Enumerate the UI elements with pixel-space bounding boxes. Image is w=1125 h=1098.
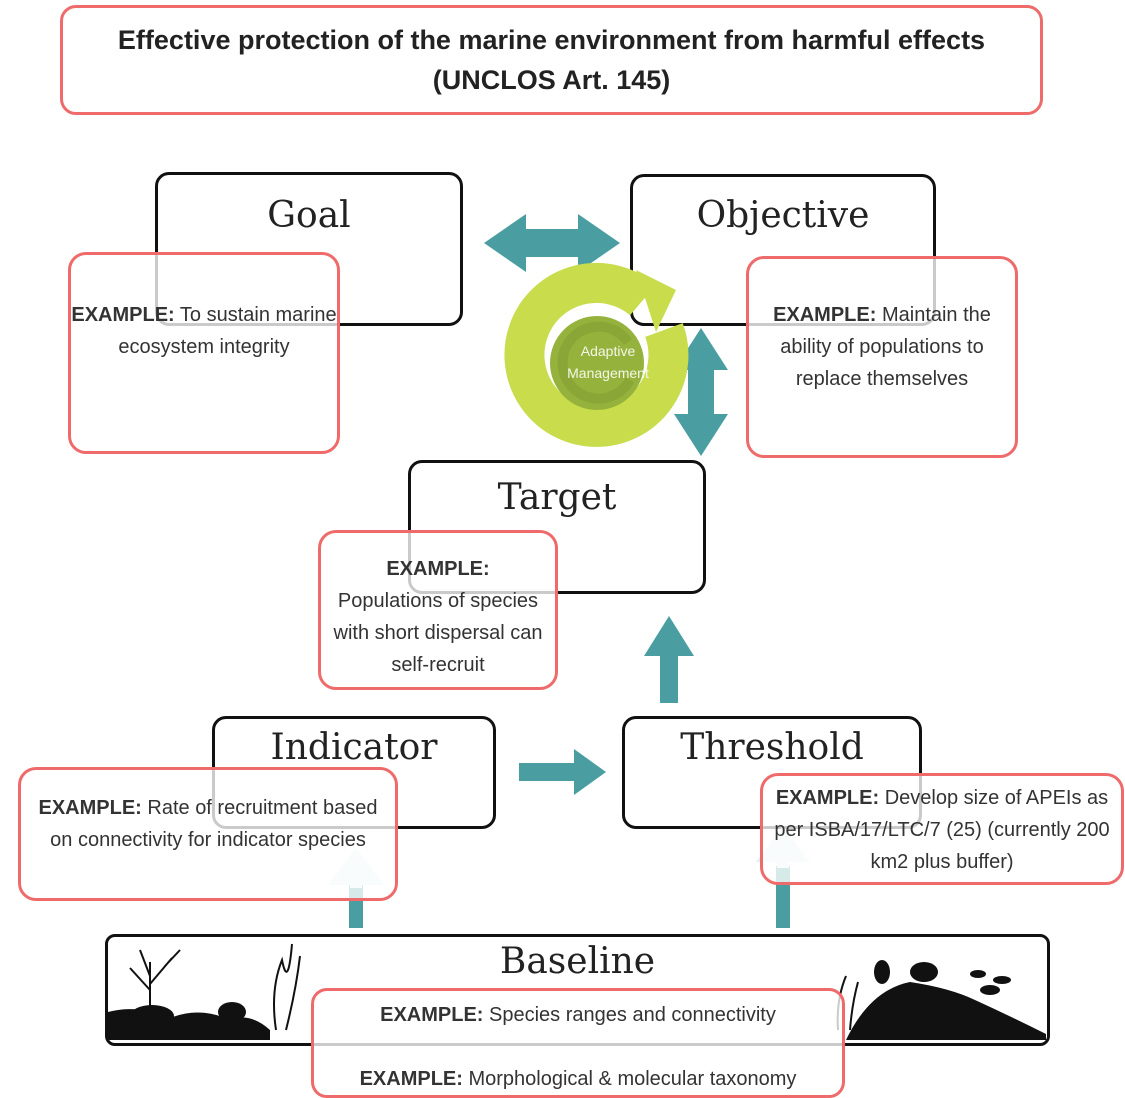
target-example-box: EXAMPLE: Populations of species with shor… [318, 530, 558, 690]
baseline-heading: Baseline [499, 941, 656, 982]
title-box: Effective protection of the marine envir… [60, 5, 1043, 115]
indicator-threshold-arrow [519, 749, 606, 795]
threshold-target-arrow [644, 616, 694, 703]
threshold-example-text: Develop size of APEIs as per ISBA/17/LTC… [774, 787, 1110, 873]
adaptive-line2: Management [567, 365, 649, 381]
baseline-example2-label: EXAMPLE: [359, 1068, 463, 1090]
title-line1: Effective protection of the marine envir… [117, 25, 986, 55]
threshold-box: Threshold [622, 716, 922, 829]
baseline-example1-text: Species ranges and connectivity [483, 1004, 776, 1026]
indicator-example-text: Rate of recruitment based on connectivit… [50, 797, 378, 851]
goal-heading: Goal [267, 195, 351, 236]
indicator-example-label: EXAMPLE: [38, 797, 142, 819]
threshold-example-box: EXAMPLE: Develop size of APEIs as per IS… [760, 773, 1124, 885]
indicator-example-box: EXAMPLE: Rate of recruitment based on co… [18, 767, 398, 901]
indicator-heading: Indicator [270, 727, 438, 768]
threshold-example-label: EXAMPLE: [775, 787, 880, 809]
goal-example-box: EXAMPLE: To sustain marine ecosystem int… [68, 252, 340, 454]
target-example-text: Populations of species with short disper… [333, 590, 543, 676]
seafloor-left-silhouette [108, 943, 301, 1040]
baseline-example-1: EXAMPLE: Species ranges and connectivity [314, 999, 842, 1031]
adaptive-management-label: Adaptive Management [555, 340, 661, 384]
target-heading: Target [497, 477, 617, 518]
baseline-example-2: EXAMPLE: Morphological & molecular taxon… [314, 1063, 842, 1095]
objective-example-label: EXAMPLE: [773, 304, 877, 326]
goal-example-label: EXAMPLE: [71, 304, 175, 326]
title-line2: (UNCLOS Art. 145) [432, 65, 671, 95]
threshold-heading: Threshold [680, 727, 864, 768]
objective-example-text: Maintain the ability of populations to r… [780, 304, 991, 390]
goal-objective-arrow [484, 214, 620, 272]
goal-example-text: To sustain marine ecosystem integrity [118, 304, 337, 358]
target-example-label: EXAMPLE: [386, 558, 490, 580]
objective-example-box: EXAMPLE: Maintain the ability of populat… [746, 256, 1018, 458]
seafloor-right-silhouette [836, 960, 1046, 1040]
objective-heading: Objective [696, 195, 870, 236]
baseline-example2-text: Morphological & molecular taxonomy [462, 1068, 797, 1090]
adaptive-line1: Adaptive [580, 343, 636, 359]
baseline-example-box: EXAMPLE: Species ranges and connectivity… [311, 988, 845, 1098]
adaptive-management-cycle-icon [504, 262, 689, 447]
baseline-example1-label: EXAMPLE: [380, 1004, 484, 1026]
